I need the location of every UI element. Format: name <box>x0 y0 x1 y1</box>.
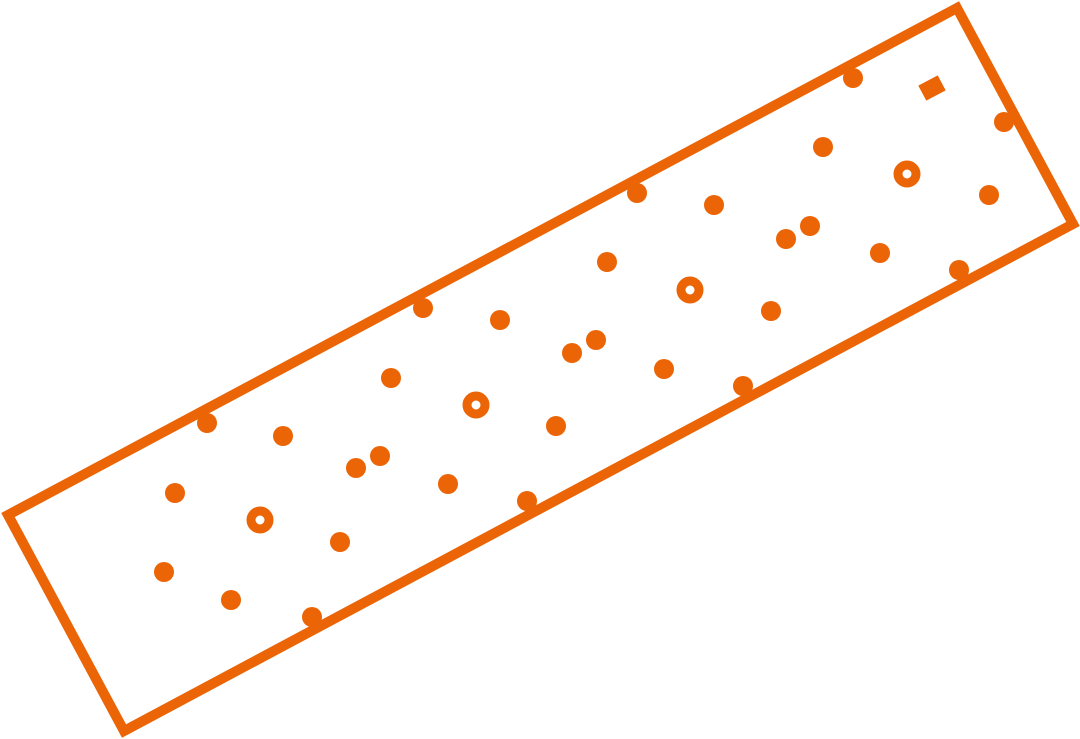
dot <box>704 195 724 215</box>
dot <box>221 590 241 610</box>
dot <box>800 216 820 236</box>
dot <box>546 416 566 436</box>
ring-marker <box>246 506 274 534</box>
dot <box>586 330 606 350</box>
dot <box>438 474 458 494</box>
dot <box>776 229 796 249</box>
ring-marker <box>676 276 704 304</box>
ring-marker <box>893 160 921 188</box>
dot <box>517 491 537 511</box>
ring-marker <box>462 391 490 419</box>
dot <box>165 483 185 503</box>
dot <box>154 562 174 582</box>
dot <box>597 252 617 272</box>
dot <box>654 359 674 379</box>
dot <box>413 298 433 318</box>
dot <box>627 183 647 203</box>
dot <box>870 243 890 263</box>
dot <box>490 310 510 330</box>
dot <box>813 137 833 157</box>
dot <box>761 301 781 321</box>
dot <box>949 260 969 280</box>
dot <box>562 343 582 363</box>
dot <box>330 532 350 552</box>
dot <box>370 446 390 466</box>
rings-group <box>246 160 921 534</box>
dot <box>197 413 217 433</box>
dot <box>346 458 366 478</box>
dots-group <box>154 68 1014 627</box>
dot <box>273 426 293 446</box>
dot <box>979 185 999 205</box>
dot <box>302 607 322 627</box>
dot <box>843 68 863 88</box>
dot <box>733 376 753 396</box>
square-marker <box>918 75 946 101</box>
dot <box>994 112 1014 132</box>
dot <box>381 368 401 388</box>
